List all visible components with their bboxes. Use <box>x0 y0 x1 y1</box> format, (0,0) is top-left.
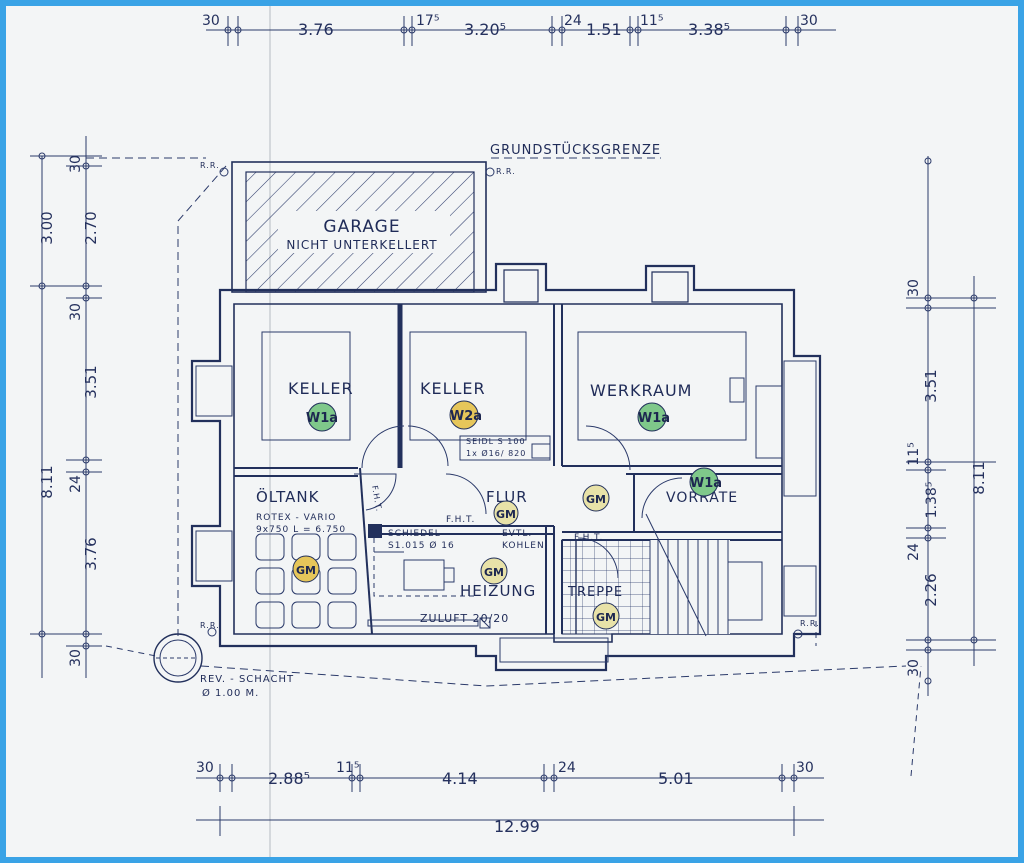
dim-right-1: 3.51 <box>922 369 940 402</box>
garage-title: GARAGE <box>323 217 400 237</box>
marker-w2a-keller <box>449 400 479 430</box>
note-schacht-d: Ø 1.00 M. <box>202 687 259 699</box>
marker-gm-flur <box>493 500 519 526</box>
dim-left-5: 3.76 <box>82 537 100 570</box>
rr-marker <box>207 627 217 637</box>
plan-notes: ROTEX - VARIO 9x750 L = 6.750 SEIDL S 10… <box>200 161 820 699</box>
dim-top-7: 3.38⁵ <box>688 20 730 39</box>
plot-boundary-label: GRUNDSTÜCKSGRENZE <box>490 141 661 158</box>
dim-left-outer-1: 8.11 <box>38 465 56 498</box>
dim-right-5: 2.26 <box>922 573 940 606</box>
dim-bottom-4: 24 <box>558 760 576 776</box>
marker-gm-vorraum <box>582 484 610 512</box>
marker-gm-treppe <box>592 602 620 630</box>
dim-bottom-1: 2.88⁵ <box>268 769 310 788</box>
dim-right-0: 30 <box>906 279 922 297</box>
drawing-sheet: 30 3.76 17⁵ 3.20⁵ 24 1.51 11⁵ 3.38⁵ 30 3… <box>6 6 1018 857</box>
dimension-lines <box>30 16 996 836</box>
dim-right-3: 1.38⁵ <box>924 482 940 519</box>
marker-gm-heizung <box>480 557 508 585</box>
dim-bottom-3: 4.14 <box>442 769 478 788</box>
dim-right-outer: 8.11 <box>970 461 988 494</box>
room-label-vorraete: VORRÄTE <box>666 488 738 506</box>
dim-top-5: 1.51 <box>586 20 622 39</box>
marker-w1a-werkraum-label: W1a <box>638 411 670 426</box>
dim-left-0: 30 <box>68 155 84 173</box>
note-evtl: EVTL. <box>502 529 532 539</box>
room-label-werkraum: WERKRAUM <box>590 381 692 400</box>
note-rr-3: R.R. <box>200 621 220 630</box>
room-outlines <box>261 331 783 459</box>
dim-bottom-6: 30 <box>796 760 814 776</box>
note-seidl-sub: 1x Ø16/ 820 <box>466 448 526 458</box>
dim-top-6: 11⁵ <box>640 13 663 29</box>
note-zuluft: ZULUFT 20/20 <box>420 612 509 625</box>
marker-gm-treppe-label: GM <box>596 611 616 624</box>
rr-marker <box>485 167 495 177</box>
room-label-keller-2: KELLER <box>420 379 486 398</box>
dimension-nodes <box>38 26 978 782</box>
marker-w1a-keller <box>307 402 337 432</box>
dim-right-6: 30 <box>906 659 922 677</box>
dim-left-outer-0: 3.00 <box>38 211 56 244</box>
dim-left-3: 3.51 <box>82 365 100 398</box>
marker-w1a-werkraum <box>637 402 667 432</box>
dim-right-2: 11⁵ <box>906 442 922 465</box>
note-schiedel-sub: S1.015 Ø 16 <box>388 540 455 551</box>
dimension-texts: 30 3.76 17⁵ 3.20⁵ 24 1.51 11⁵ 3.38⁵ 30 3… <box>38 13 988 836</box>
note-kohlen: KOHLEN <box>502 541 545 551</box>
garage <box>231 161 487 293</box>
heating-equipment <box>367 435 551 629</box>
dim-top-0: 30 <box>202 13 220 29</box>
dim-top-8: 30 <box>800 13 818 29</box>
dim-total: 12.99 <box>494 817 540 836</box>
note-rotex: ROTEX - VARIO <box>256 513 336 523</box>
note-fht-flur: F.H.T. <box>446 515 475 525</box>
rr-marker <box>793 629 803 639</box>
room-label-treppe: TREPPE <box>567 585 623 600</box>
dim-left-6: 30 <box>68 649 84 667</box>
room-label-keller-1: KELLER <box>288 379 354 398</box>
room-label-heizung: HEIZUNG <box>460 582 536 600</box>
dim-top-3: 3.20⁵ <box>464 20 506 39</box>
note-rr-4: R.R. <box>800 619 820 628</box>
dim-left-1: 2.70 <box>82 211 100 244</box>
marker-gm-oeltank-label: GM <box>296 564 316 577</box>
note-fht-treppe: F.H.T. <box>574 533 603 543</box>
marker-w2a-keller-label: W2a <box>450 409 482 424</box>
revision-shaft <box>153 633 203 683</box>
floor-plan: 30 3.76 17⁵ 3.20⁵ 24 1.51 11⁵ 3.38⁵ 30 3… <box>30 6 996 857</box>
dim-left-4: 24 <box>68 475 84 493</box>
dim-right-4: 24 <box>906 543 922 561</box>
dim-bottom-0: 30 <box>196 760 214 776</box>
dim-top-1: 3.76 <box>298 20 334 39</box>
note-rr-1: R.R. <box>200 161 220 170</box>
marker-w1a-vorraete <box>689 467 719 497</box>
marker-gm-flur-label: GM <box>496 508 516 521</box>
note-rotex-size: 9x750 L = 6.750 <box>256 525 346 535</box>
note-schacht: REV. - SCHACHT <box>200 674 294 685</box>
note-seidl: SEIDL S 100 <box>466 437 526 446</box>
marker-gm-vorraum-label: GM <box>586 493 606 506</box>
insulation-markers: W1a W2a W1a W1a GM GM GM GM GM <box>292 400 722 630</box>
garage-subtitle: NICHT UNTERKELLERT <box>286 238 437 252</box>
rr-marker <box>219 167 229 177</box>
dim-top-4: 24 <box>564 13 582 29</box>
room-label-flur: FLUR <box>486 488 528 506</box>
marker-gm-heizung-label: GM <box>484 566 504 579</box>
note-rr-2: R.R. <box>496 167 516 176</box>
dim-bottom-2: 11⁵ <box>336 760 359 776</box>
room-label-oeltank: ÖLTANK <box>256 487 320 506</box>
dim-top-2: 17⁵ <box>416 13 439 29</box>
exterior-walls <box>190 262 822 672</box>
marker-gm-oeltank <box>292 555 320 583</box>
dim-bottom-5: 5.01 <box>658 769 694 788</box>
note-schiedel: SCHIEDEL <box>388 529 441 539</box>
dim-left-2: 30 <box>68 303 84 321</box>
marker-w1a-vorraete-label: W1a <box>690 476 722 491</box>
stair <box>561 513 763 637</box>
marker-w1a-keller-label: W1a <box>306 411 338 426</box>
